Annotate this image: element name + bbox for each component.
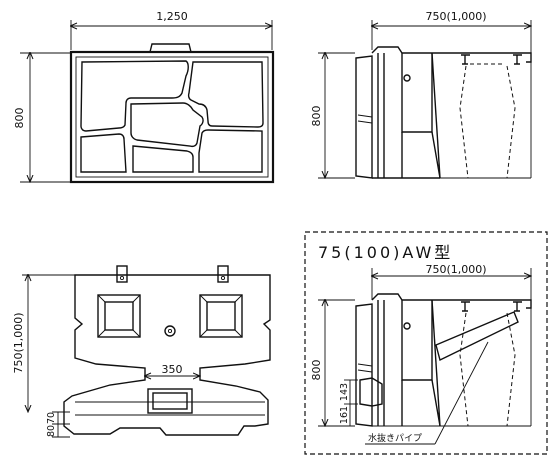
front-base-label-b: 80 <box>46 425 57 437</box>
aw-type-frame <box>304 231 548 455</box>
top-width-dimension: 1,250 <box>71 10 272 50</box>
side-height-label: 800 <box>310 106 323 127</box>
top-view: 1,250 800 <box>13 10 275 184</box>
aw-small-dimensions: 143 161 <box>339 379 358 426</box>
side-view: 750(1,000) 800 <box>310 10 531 178</box>
aw-height-dimension: 800 <box>310 300 355 426</box>
aw-width-dimension: 750(1,000) <box>372 263 531 305</box>
front-center-label: 350 <box>162 363 183 376</box>
aw-dim-161: 161 <box>339 406 350 424</box>
top-height-dimension: 800 <box>13 53 70 182</box>
side-width-label: 750(1,000) <box>425 10 486 23</box>
top-width-label: 1,250 <box>156 10 188 23</box>
front-view: 750(1,000) 70 80 350 <box>12 265 271 438</box>
aw-dim-143: 143 <box>339 383 350 401</box>
front-height-label: 750(1,000) <box>12 312 25 373</box>
aw-type-panel: 75(100)AW型 750(1,000) 800 143 161 <box>304 231 548 455</box>
front-base-label-a: 70 <box>46 412 57 424</box>
front-height-dimension: 750(1,000) <box>12 275 75 412</box>
side-height-dimension: 800 <box>310 53 355 178</box>
aw-pipe-label: 水抜きパイプ <box>368 432 422 444</box>
aw-width-label: 750(1,000) <box>425 263 486 276</box>
side-width-dimension: 750(1,000) <box>372 10 531 60</box>
aw-type-title: 75(100)AW型 <box>318 243 453 262</box>
front-base-dimension: 70 80 <box>46 411 70 438</box>
aw-height-label: 800 <box>310 360 323 381</box>
top-height-label: 800 <box>13 108 26 129</box>
